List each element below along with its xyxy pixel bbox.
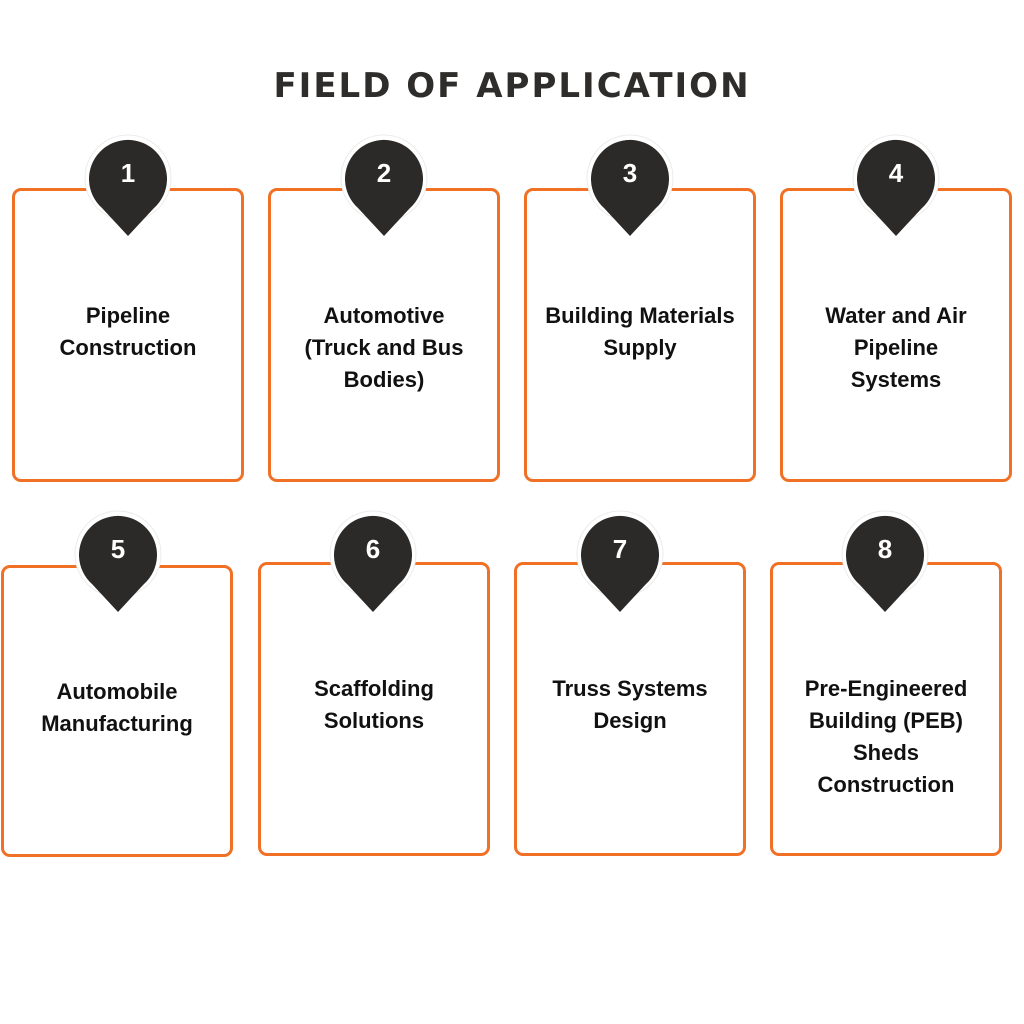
- number-pin-icon: 1: [84, 134, 172, 238]
- number-pin-icon: 3: [586, 134, 674, 238]
- application-card-8: Pre-Engineered Building (PEB) Sheds Cons…: [770, 562, 1002, 856]
- pin-number: 5: [110, 534, 126, 564]
- page-title: FIELD OF APPLICATION: [273, 66, 751, 106]
- card-label: Water and Air Pipeline Systems: [825, 303, 967, 392]
- pin-number: 4: [888, 158, 904, 188]
- pin-number: 1: [120, 158, 136, 188]
- number-pin-icon: 2: [340, 134, 428, 238]
- number-pin-icon: 5: [74, 510, 162, 614]
- pin-number: 7: [612, 534, 628, 564]
- number-pin-icon: 4: [852, 134, 940, 238]
- application-card-6: Scaffolding Solutions: [258, 562, 490, 856]
- pin-number: 2: [376, 158, 392, 188]
- application-card-7: Truss Systems Design: [514, 562, 746, 856]
- card-label: Scaffolding Solutions: [314, 676, 434, 733]
- number-pin-icon: 6: [329, 510, 417, 614]
- card-label: Automotive (Truck and Bus Bodies): [304, 303, 464, 392]
- card-label: Building Materials Supply: [545, 303, 735, 360]
- pin-number: 6: [365, 534, 381, 564]
- application-card-1: Pipeline Construction: [12, 188, 244, 482]
- number-pin-icon: 7: [576, 510, 664, 614]
- number-pin-icon: 8: [841, 510, 929, 614]
- application-card-3: Building Materials Supply: [524, 188, 756, 482]
- card-label: Pipeline Construction: [59, 303, 197, 360]
- pin-number: 8: [877, 534, 893, 564]
- application-card-4: Water and Air Pipeline Systems: [780, 188, 1012, 482]
- card-label: Automobile Manufacturing: [41, 679, 193, 736]
- pin-number: 3: [622, 158, 638, 188]
- card-label: Pre-Engineered Building (PEB) Sheds Cons…: [804, 676, 968, 797]
- card-label: Truss Systems Design: [552, 676, 708, 733]
